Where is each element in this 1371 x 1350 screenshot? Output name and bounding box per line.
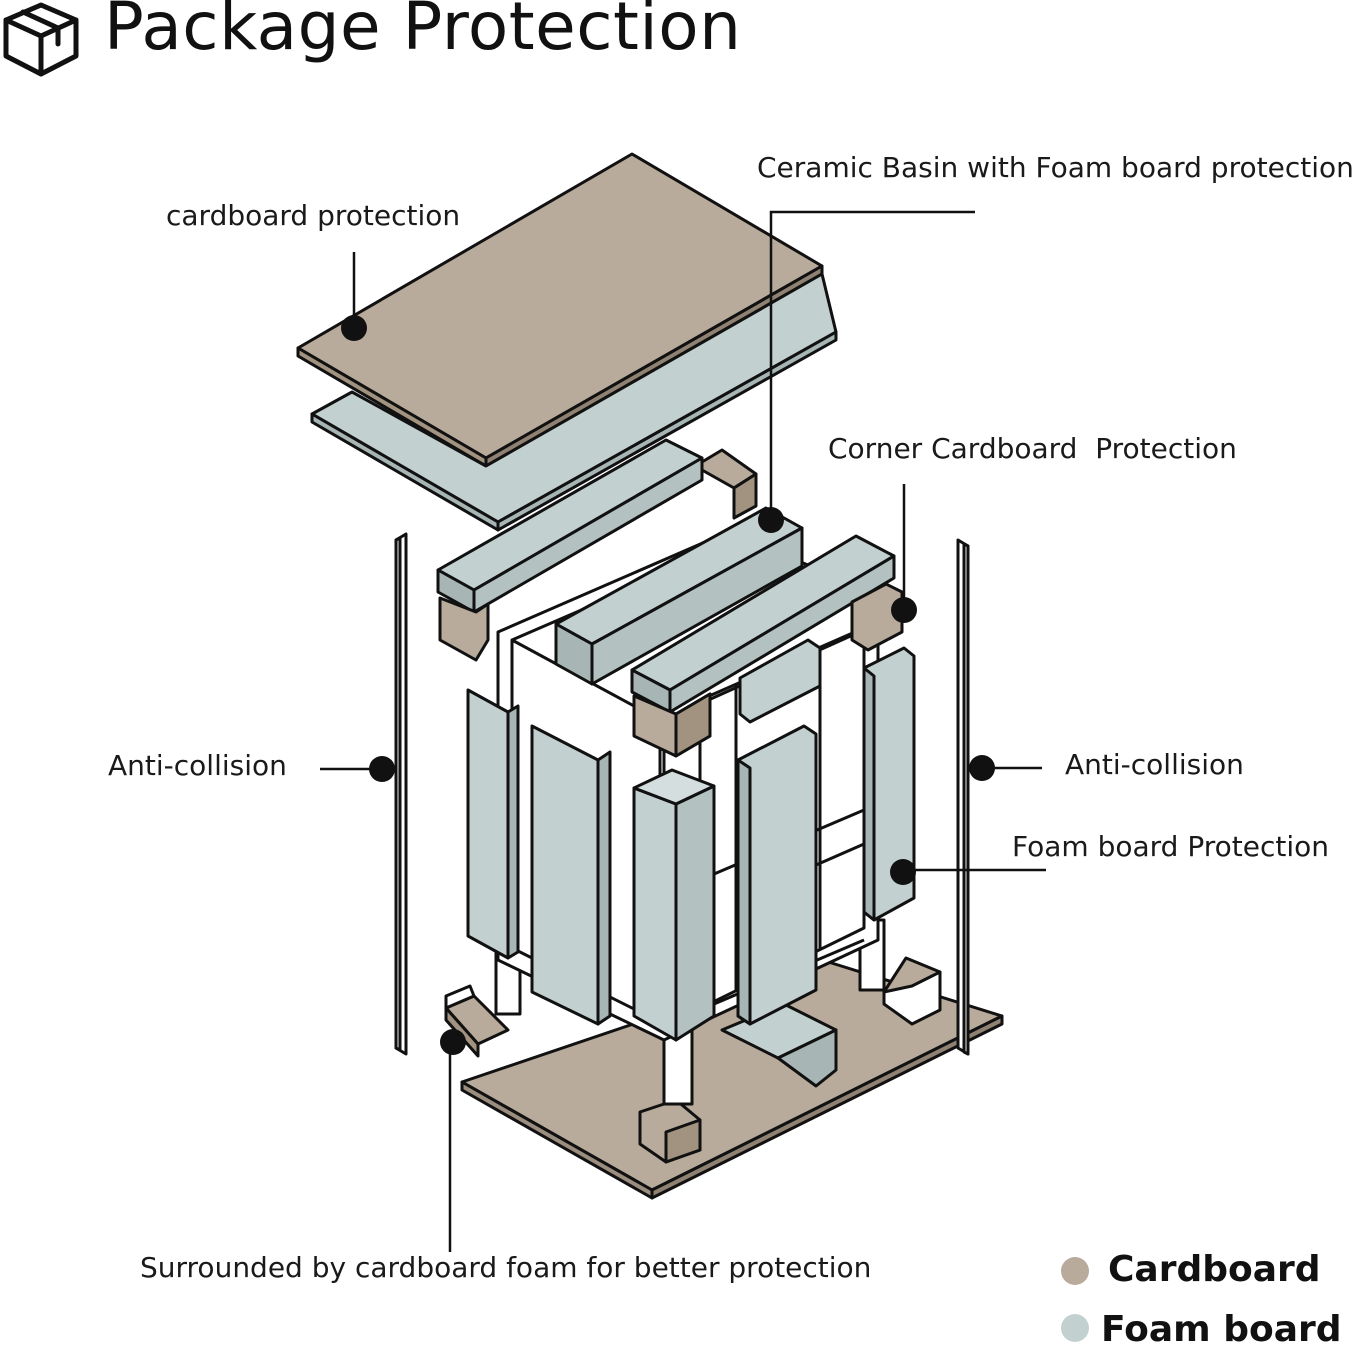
anti-collision-board-right <box>956 538 970 1056</box>
callout-dot-cardboard <box>341 315 367 341</box>
bottom-corner-left <box>444 984 510 1058</box>
bottom-corner-front <box>638 1098 702 1164</box>
corner-right <box>850 582 904 652</box>
callout-dot-corner <box>891 597 917 623</box>
legend-label-cardboard: Cardboard <box>1108 1249 1321 1290</box>
base-cardboard-board <box>460 958 1004 1200</box>
label-corner-cardboard: Corner Cardboard Protection <box>828 432 1237 465</box>
inner-foam-block <box>738 638 822 724</box>
foam-panel-right-front <box>736 724 818 1026</box>
label-surrounded: Surrounded by cardboard foam for better … <box>140 1251 872 1284</box>
corner-back-right <box>700 448 758 520</box>
bottom-corner-right <box>882 956 942 1026</box>
basin-foam-bar-1 <box>554 506 804 686</box>
foam-panel-left-front <box>530 724 612 1026</box>
basin-foam-bar-2 <box>630 534 896 714</box>
label-anti-collision-right: Anti-collision <box>1065 748 1244 781</box>
label-ceramic-basin: Ceramic Basin with Foam board protection <box>757 151 1354 184</box>
label-anti-collision-left: Anti-collision <box>108 749 287 782</box>
callout-dot-surrounded <box>440 1029 466 1055</box>
top-foam-board <box>310 272 838 532</box>
legend-label-foam: Foam board <box>1101 1309 1342 1350</box>
callout-dot-foam <box>890 859 916 885</box>
cardboard-swatch <box>1061 1257 1089 1285</box>
top-foam-bar-back <box>436 438 704 614</box>
page-title: Package Protection <box>104 0 742 65</box>
callout-dot-anti-right <box>969 755 995 781</box>
corner-front <box>632 692 712 758</box>
foam-panel-left-back <box>466 688 520 960</box>
label-cardboard-protection: cardboard protection <box>166 199 461 232</box>
corner-back-left <box>438 596 490 662</box>
foam-panel-corner <box>632 768 716 1042</box>
callout-dot-anti-left <box>369 756 395 782</box>
foam-swatch <box>1061 1314 1089 1342</box>
foam-panel-right-back <box>862 646 916 922</box>
callout-dot-ceramic <box>758 507 784 533</box>
anti-collision-board-left <box>394 532 408 1056</box>
package-box-icon <box>3 2 79 77</box>
label-foam-board-protection: Foam board Protection <box>1012 830 1329 863</box>
